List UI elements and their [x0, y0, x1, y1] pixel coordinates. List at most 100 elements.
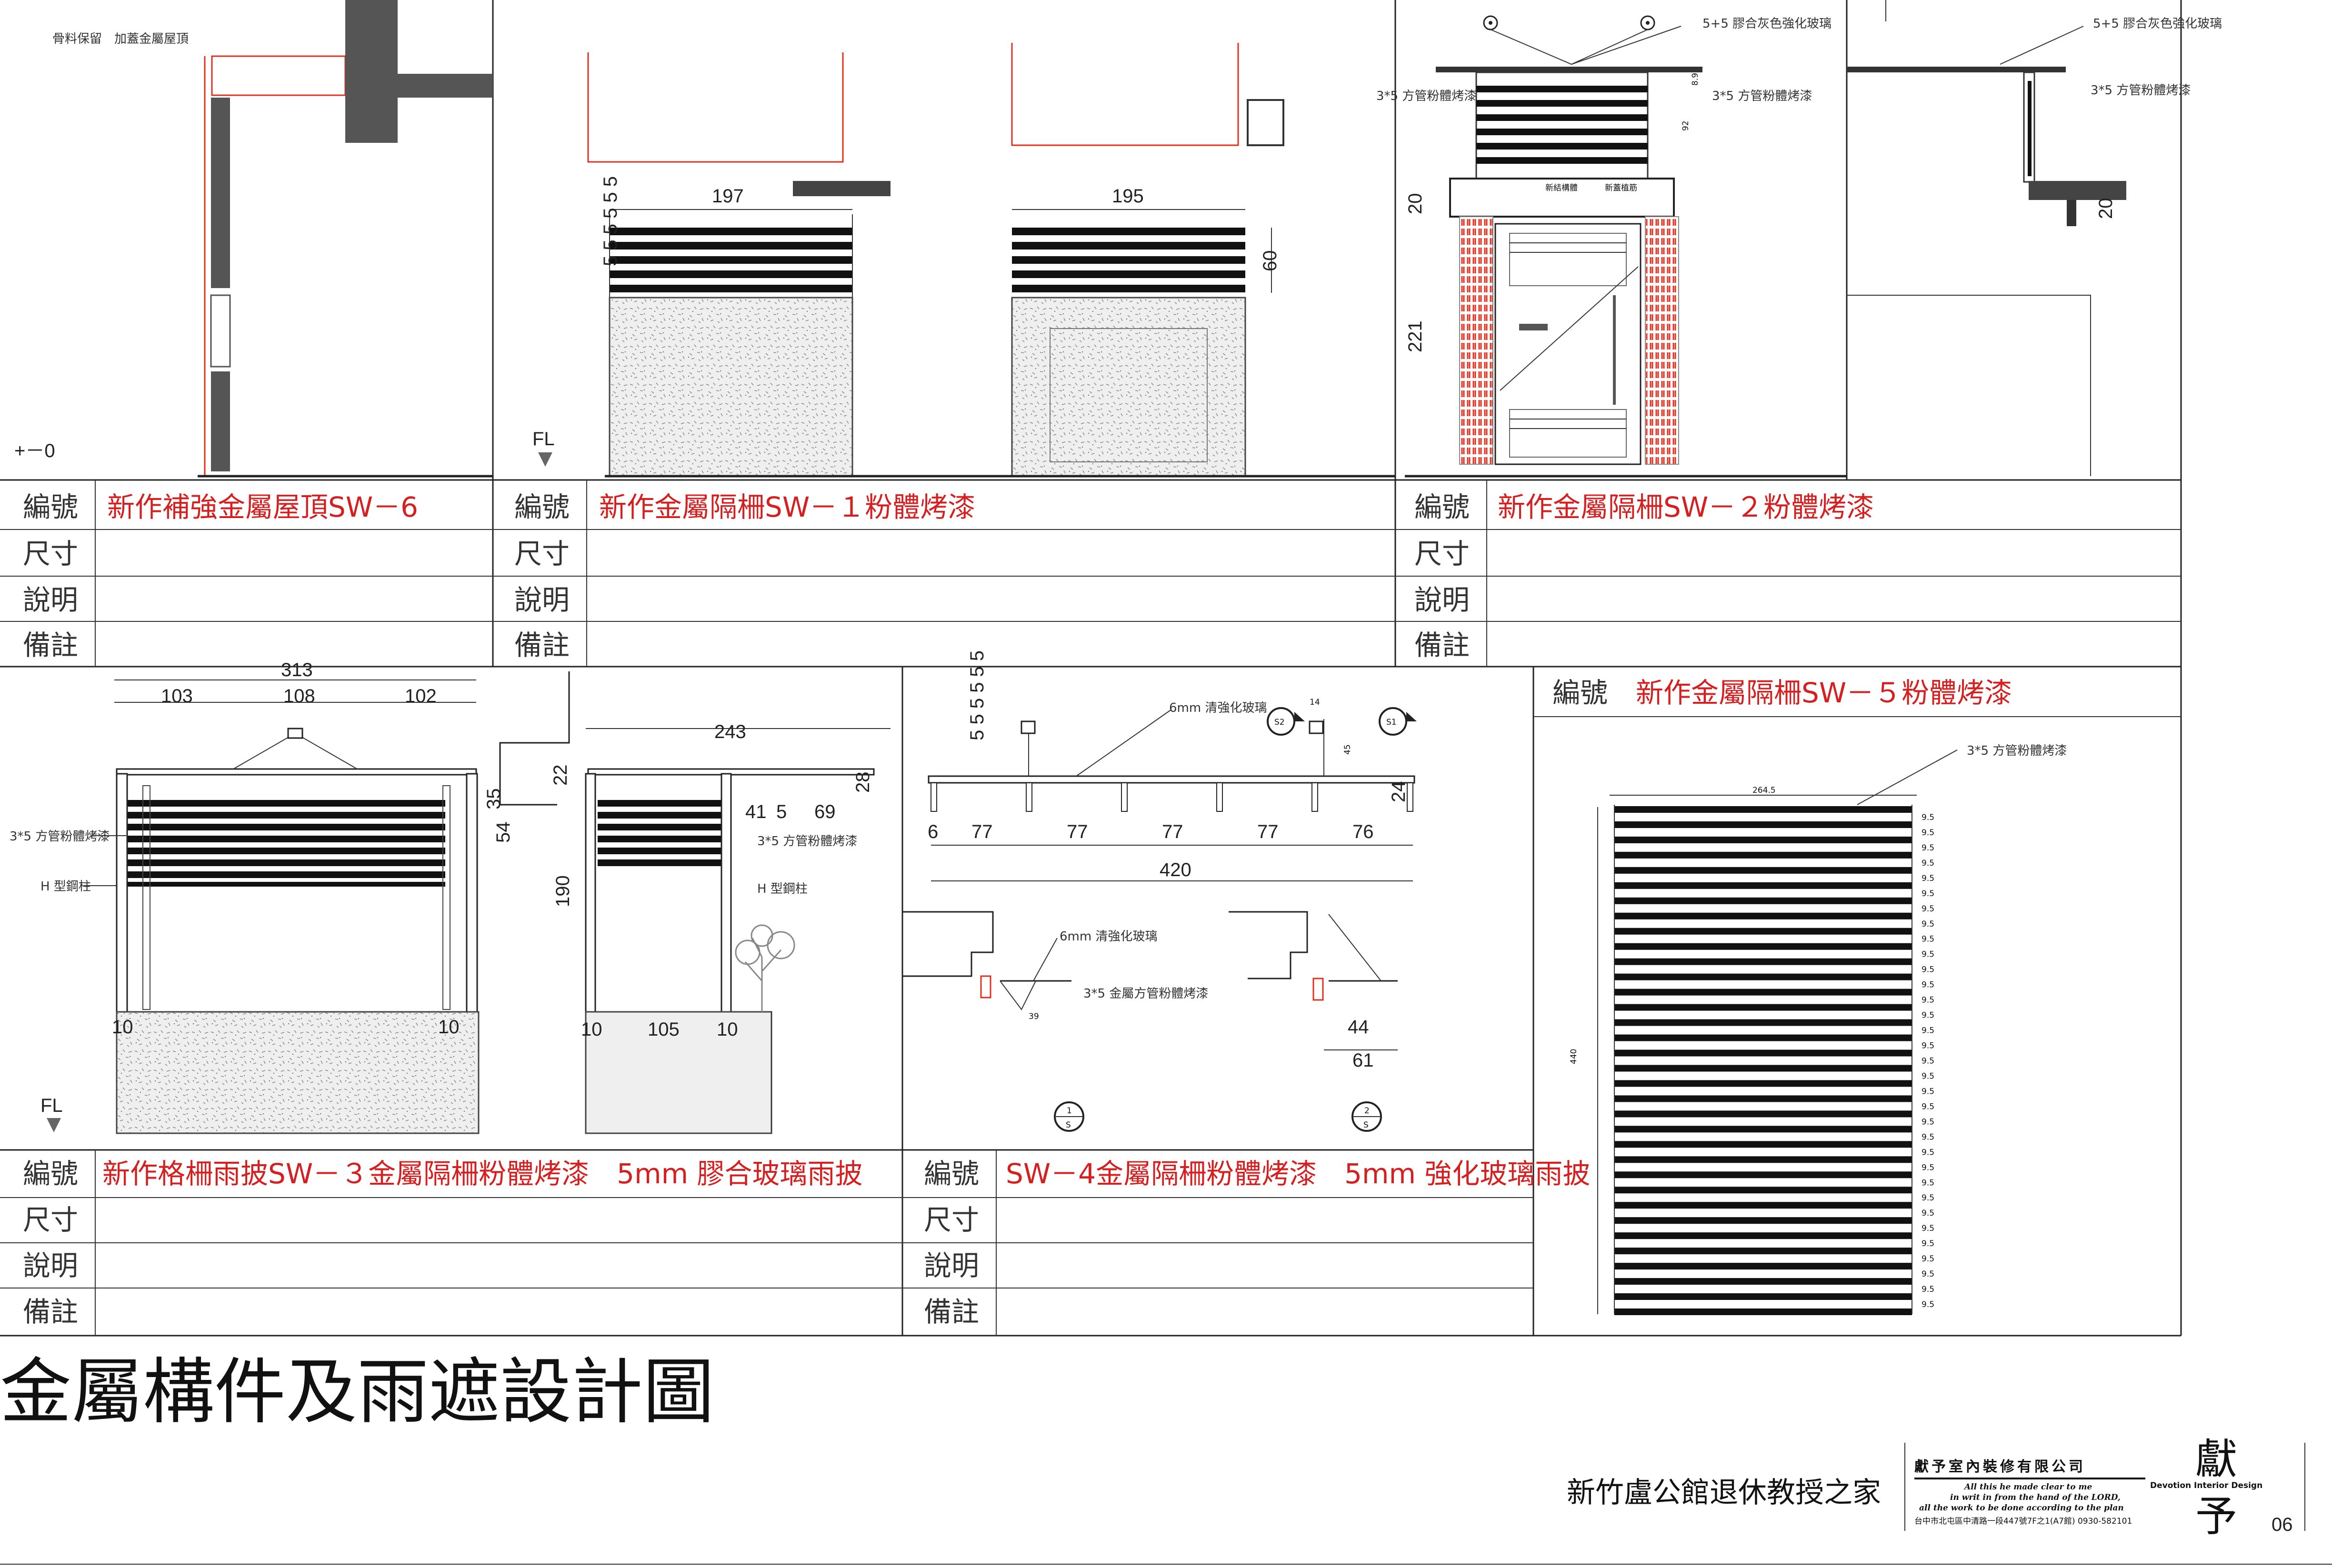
- sw4-sec-s-a: S: [1066, 1120, 1071, 1130]
- sw3-dim-10a: 10: [112, 1017, 133, 1038]
- sw2-dim-20b: 20: [2095, 198, 2116, 220]
- sw5-gap-label: 9.5: [1922, 1193, 1934, 1203]
- sw3-dim-28: 28: [852, 772, 873, 793]
- sw3-tube-note-b: 3*5 方管粉體烤漆: [757, 834, 857, 849]
- panel-sw3-drawing: 313 103 108 102 10 10 35 54 3*5 方管粉體烤漆 H…: [10, 659, 891, 1134]
- panel-sw1-drawing: 197 5 5 5 5 5 5 195 60 5 5 5 5 5 5 FL: [532, 43, 1395, 740]
- sw5-gap-label: 9.5: [1922, 1300, 1934, 1309]
- sw3-col-note: H 型鋼柱: [40, 879, 91, 894]
- sw2-size-label: 尺寸: [1414, 538, 1470, 570]
- company-stamp: 獻予室內裝修有限公司 All this he made clear to me …: [1914, 1435, 2262, 1541]
- company-address: 台中市北屯區中清路一段447號7F之1(A7館) 0930-582101: [1914, 1517, 2132, 1526]
- sw5-gap-label: 9.5: [1922, 965, 1934, 975]
- sw5-gap-label: 9.5: [1922, 1132, 1934, 1142]
- sw3-name: 新作格柵雨披SW－３金屬隔柵粉體烤漆 5mm 膠合玻璃雨披: [102, 1158, 863, 1190]
- sw4-dim-24: 24: [1388, 781, 1409, 803]
- logo-glyph-1: 獻: [2195, 1435, 2237, 1484]
- sw5-slat: [1614, 1156, 1912, 1163]
- sw5-slat: [1614, 989, 1912, 996]
- sw4-dim-44: 44: [1348, 1017, 1369, 1038]
- sw3-dim-108: 108: [283, 686, 315, 707]
- sw3-dim-35: 35: [483, 789, 504, 810]
- sw5-gap-label: 9.5: [1922, 1071, 1934, 1081]
- sw5-slat: [1614, 1034, 1912, 1041]
- sw5-gap-label: 9.5: [1922, 874, 1934, 883]
- plant-sketch: [735, 924, 795, 1012]
- sw5-slat: [1614, 928, 1912, 935]
- sw5-gap-label: 9.5: [1922, 813, 1934, 822]
- sw4-dim-39: 39: [1029, 1012, 1039, 1021]
- sw3-tube-note: 3*5 方管粉體烤漆: [10, 829, 110, 844]
- sw5-gap-label: 9.5: [1922, 1208, 1934, 1218]
- sw1-size-label: 尺寸: [514, 538, 570, 570]
- sw2-desc-label: 說明: [1414, 584, 1470, 616]
- sw5-gap-label: 9.5: [1922, 1269, 1934, 1279]
- sw5-slat: [1614, 1187, 1912, 1194]
- sw5-gap-label: 9.5: [1922, 1011, 1934, 1020]
- sw5-slat: [1614, 851, 1912, 859]
- sw4-sec-s1: S1: [1386, 718, 1397, 727]
- sw1-name: 新作金屬隔柵SW－１粉體烤漆: [599, 491, 975, 523]
- sw4-desc-label: 說明: [924, 1249, 979, 1282]
- sw1-dim-w2: 195: [1112, 186, 1144, 207]
- sw1-grille-right: [1012, 228, 1245, 292]
- sw4-table: 編號 尺寸 說明 備註 SW－4金屬隔柵粉體烤漆 5mm 強化玻璃雨披: [924, 1158, 1590, 1328]
- sw5-gap-label: 9.5: [1922, 1163, 1934, 1172]
- sw2-remark-label: 備註: [1414, 629, 1470, 661]
- sw5-slat: [1614, 1278, 1912, 1285]
- sw5-dim-264: 264.5: [1752, 786, 1776, 795]
- sw5-gap-label: 9.5: [1922, 889, 1934, 899]
- sw2-code-label: 編號: [1414, 491, 1470, 523]
- sw1-desc-label: 說明: [514, 584, 570, 616]
- sw5-gap-label: 9.5: [1922, 950, 1934, 959]
- sw5-slat: [1614, 836, 1912, 843]
- sw3-dim-190: 190: [552, 875, 573, 907]
- sw5-slat: [1614, 1110, 1912, 1118]
- sw2-tube-note-b: 3*5 方管粉體烤漆: [1712, 89, 1812, 103]
- sw4-sec-1: 1: [1067, 1106, 1072, 1116]
- sw4-glass-note-b: 6mm 清強化玻璃: [1060, 929, 1157, 944]
- sw2-name: 新作金屬隔柵SW－２粉體烤漆: [1498, 491, 1874, 523]
- sw6-level: +－0: [14, 440, 55, 461]
- sw5-slat: [1614, 1217, 1912, 1224]
- sw4-remark-label: 備註: [924, 1296, 979, 1328]
- sw3-dim-105: 105: [648, 1019, 680, 1040]
- sw3-grille: [126, 800, 445, 887]
- sw5-slat: [1614, 1065, 1912, 1072]
- sw1-code-label: 編號: [514, 491, 570, 523]
- sw3-dim-313: 313: [281, 659, 313, 680]
- sw5-slat: [1614, 1080, 1912, 1087]
- sw2-grille: [1476, 86, 1648, 164]
- sw3-remark-label: 備註: [23, 1296, 78, 1328]
- sw5-slats: 9.5 9.5 9.5 9.5 9.5 9.5 9.5 9.5 9.5 9.5 9.5 9.5 9.5 9…: [1614, 806, 1934, 1315]
- sw3-dim-22: 22: [550, 765, 571, 786]
- sw5-slat: [1614, 1019, 1912, 1026]
- sw5-slat: [1614, 806, 1912, 813]
- sw4-sec-s-b: S: [1363, 1120, 1369, 1130]
- sw5-slat: [1614, 1126, 1912, 1133]
- sw5-code-label: 編號: [1552, 677, 1608, 709]
- sw3-dim-102: 102: [405, 686, 437, 707]
- sw5-slat: [1614, 882, 1912, 889]
- sw6-name: 新作補強金屬屋頂SW－6: [107, 491, 418, 523]
- project-name: 新竹盧公館退休教授之家: [1567, 1476, 1881, 1509]
- sw2-tube-note: 3*5 方管粉體烤漆: [1376, 89, 1476, 103]
- sw2-glass-note-b: 5+5 膠合灰色強化玻璃: [2093, 17, 2222, 31]
- sw5-slat: [1614, 1202, 1912, 1209]
- page-number: 06: [2272, 1514, 2293, 1535]
- sw4-dim-77b: 77: [1067, 821, 1088, 842]
- sw4-dim-6: 6: [928, 821, 938, 842]
- sw1-dim-w1: 197: [712, 186, 744, 207]
- sw4-glass-note: 6mm 清強化玻璃: [1169, 701, 1267, 715]
- sw5-gap-label: 9.5: [1922, 919, 1934, 929]
- sw1-dim-h: 60: [1260, 250, 1281, 272]
- sw1-table: 編號 尺寸 說明 備註 新作金屬隔柵SW－１粉體烤漆: [514, 491, 975, 661]
- sw5-slat: [1614, 1248, 1912, 1255]
- sw3-fl: FL: [40, 1095, 63, 1116]
- sw5-slat: [1614, 973, 1912, 980]
- motto-line-1: All this he made clear to me: [1963, 1482, 2092, 1492]
- sw2-dim-221: 221: [1405, 320, 1426, 352]
- sw5-slat: [1614, 821, 1912, 828]
- sw5-slat: [1614, 958, 1912, 965]
- sw5-gap-label: 9.5: [1922, 843, 1934, 853]
